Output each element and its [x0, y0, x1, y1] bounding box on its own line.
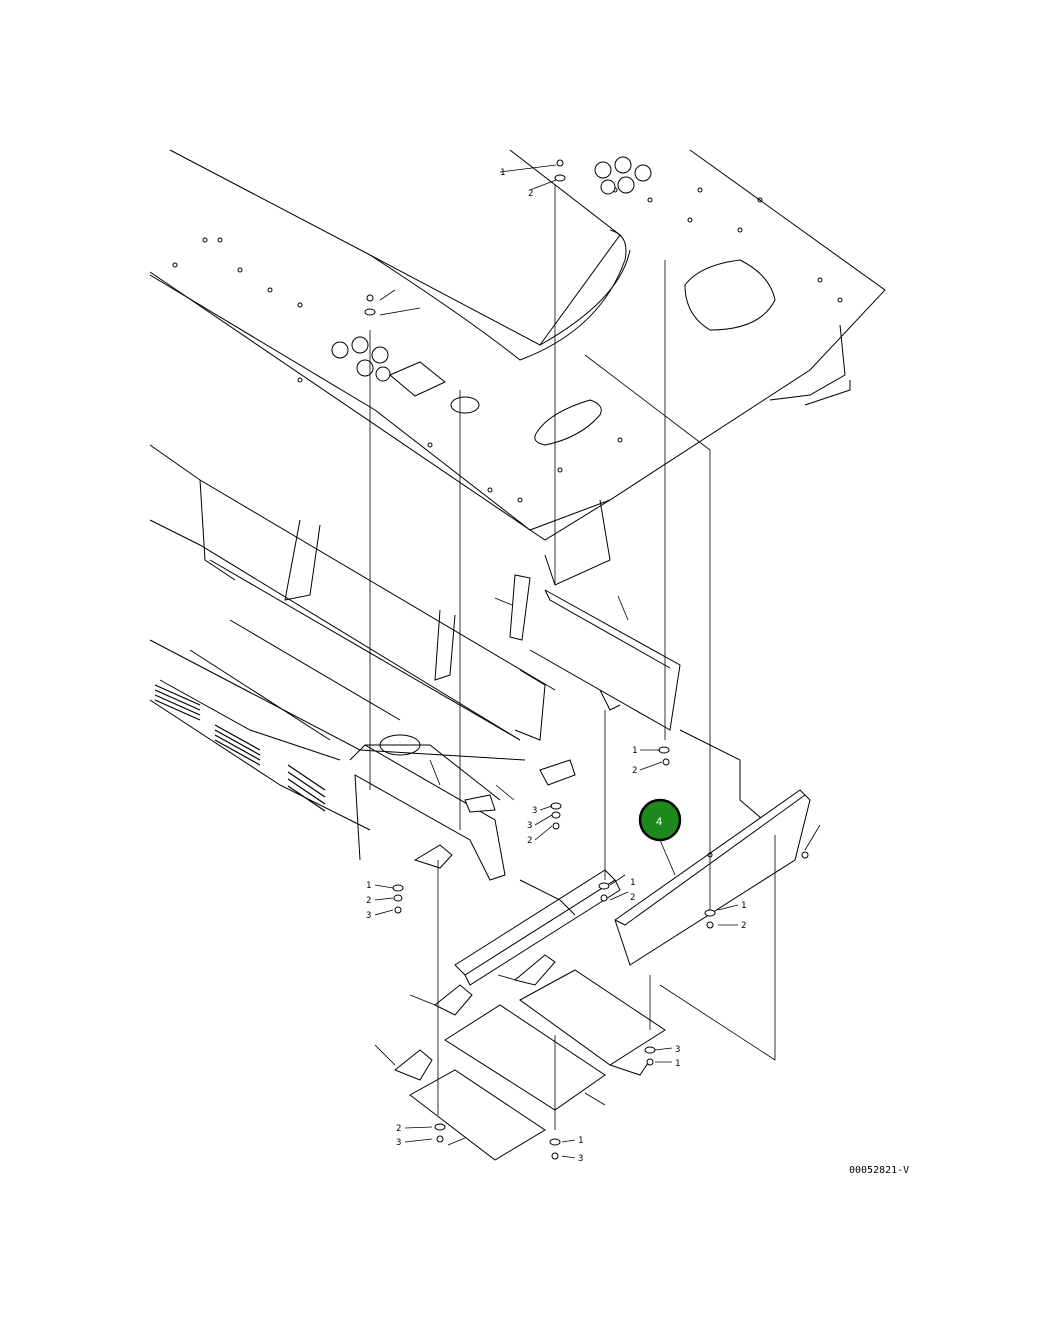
document-code: 00052821-V	[849, 1165, 910, 1176]
rear-panels	[510, 575, 775, 830]
callout-number: 1	[630, 878, 635, 888]
wedge-brackets	[395, 760, 575, 1080]
callout-number: 2	[396, 1124, 401, 1134]
part-4-badge[interactable]: 4	[640, 800, 680, 840]
callout-number: 3	[578, 1154, 583, 1164]
grille-vents	[155, 685, 325, 811]
callout-number: 3	[396, 1138, 401, 1148]
nut-cluster-left	[332, 337, 390, 381]
callout-number: 2	[366, 896, 371, 906]
callout-number: 3	[532, 806, 537, 816]
plate-holes	[173, 188, 842, 502]
callout-number: 2	[527, 836, 532, 846]
assembly-lines	[370, 185, 775, 1130]
callout-number: 3	[675, 1045, 680, 1055]
callout-leaders	[375, 165, 820, 1158]
callout-number: 1	[578, 1136, 583, 1146]
callout-number: 2	[741, 921, 746, 931]
callout-number: 3	[527, 821, 532, 831]
callout-number: 1	[675, 1059, 680, 1069]
badge-label: 4	[656, 816, 662, 828]
callout-number: 1	[741, 901, 746, 911]
cross-bar	[455, 870, 620, 985]
badge-circle	[640, 800, 680, 840]
nut-cluster-right	[595, 157, 651, 194]
callout-number: 1	[632, 746, 637, 756]
callout-number: 2	[528, 189, 533, 199]
callout-number: 1	[366, 881, 371, 891]
callout-number: 1	[500, 168, 505, 178]
lower-plates	[410, 970, 665, 1160]
callout-number: 3	[366, 911, 371, 921]
fasteners	[365, 160, 808, 1159]
callout-numbers: 1 2 1 2 3 3 2 1 2 3 1 2 3 1 2 3 1 3 1 2	[366, 168, 746, 1164]
callout-number: 2	[632, 766, 637, 776]
frame-assembly	[150, 445, 555, 880]
floor-plate	[150, 150, 885, 585]
callout-number: 2	[630, 893, 635, 903]
